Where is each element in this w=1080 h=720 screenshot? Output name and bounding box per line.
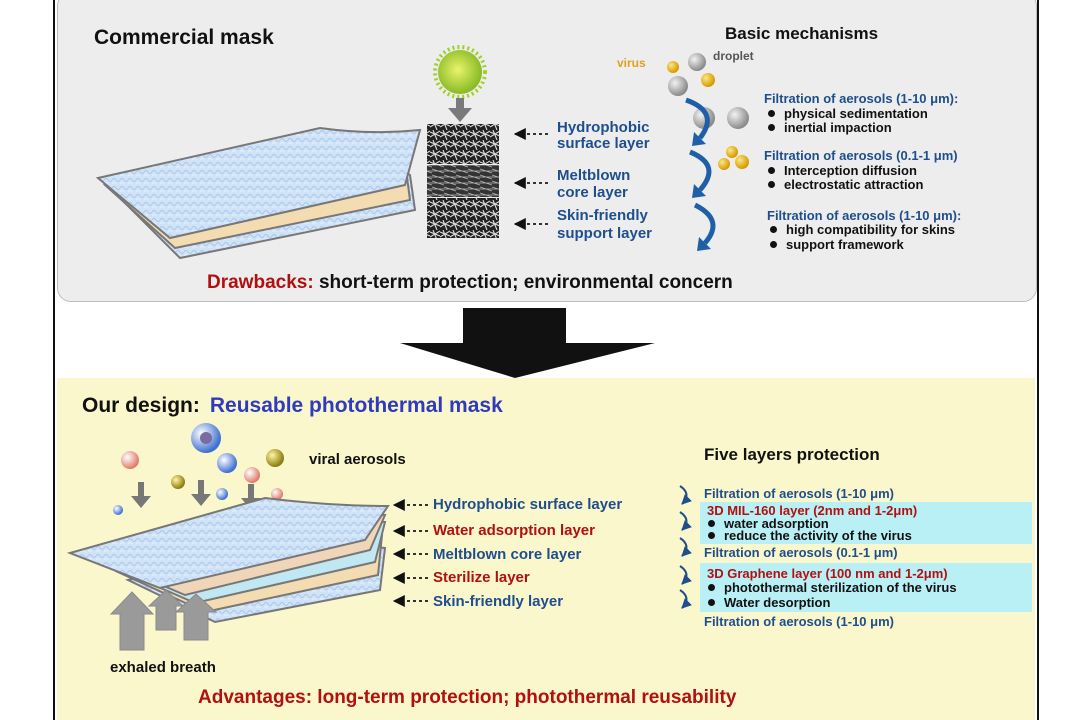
filtration-3: Filtration of aerosols (1-10 μm) <box>704 614 894 629</box>
mechanism-bullet: Interception diffusion <box>768 163 917 178</box>
drawbacks-line: Drawbacks: short-term protection; enviro… <box>207 272 733 294</box>
mil-160-title: 3D MIL-160 layer (2nm and 1-2μm) <box>707 503 918 518</box>
mechanisms-title: Basic mechanisms <box>725 24 879 43</box>
mil-bullet: water adsorption <box>708 516 829 531</box>
five-layers-title: Five layers protection <box>704 445 880 464</box>
advantages-text: long-term protection; photothermal reusa… <box>312 687 737 708</box>
droplets-cluster <box>667 53 749 170</box>
mechanism-bullet: high compatibility for skins <box>770 222 955 237</box>
drawbacks-label: Drawbacks: <box>207 272 314 293</box>
layer-skin-friendly: Skin-friendly layer <box>433 593 564 610</box>
mechanism-bullet: physical sedimentation <box>768 106 928 121</box>
photothermal-mask-illustration <box>66 496 390 624</box>
layer-label-hydrophobic: Hydrophobic <box>557 119 650 136</box>
graphene-box <box>700 563 1032 612</box>
layer-meltblown: Meltblown core layer <box>433 546 582 563</box>
flow-arrows <box>679 485 692 609</box>
curved-arrow-icon <box>685 97 710 140</box>
mil-bullet: reduce the activity of the virus <box>708 528 912 543</box>
layer-water-adsorption: Water adsorption layer <box>433 522 595 539</box>
mechanism-bullet: electrostatic attraction <box>768 177 923 192</box>
advantages-line: Advantages: long-term protection; photot… <box>198 687 736 709</box>
transition-arrow <box>400 308 655 378</box>
curved-arrow-icon <box>693 202 716 245</box>
layer-label-meltblown: Meltblown <box>557 167 631 184</box>
sem-image-skin <box>427 198 499 238</box>
layer-label-skin-2: support layer <box>557 225 653 242</box>
curved-arrow-icon <box>688 149 712 192</box>
graphene-bullet: photothermal sterilization of the virus <box>708 580 957 595</box>
design-title: Our design:Reusable photothermal mask <box>82 394 503 417</box>
mechanism-bullet: support framework <box>770 237 904 252</box>
exhaled-breath-label: exhaled breath <box>110 659 216 676</box>
graphene-title: 3D Graphene layer (100 nm and 1-2μm) <box>707 566 948 581</box>
virus-label: virus <box>617 56 646 70</box>
mil-160-box <box>700 502 1032 544</box>
filtration-2: Filtration of aerosols (0.1-1 μm) <box>704 545 898 560</box>
droplet-label: droplet <box>713 49 754 63</box>
layer-label-meltblown-2: core layer <box>557 184 628 201</box>
viral-aerosols-cluster <box>113 423 284 515</box>
advantages-label: Advantages: <box>198 687 313 708</box>
sem-image-meltblown <box>427 165 499 197</box>
design-title-main: Reusable photothermal mask <box>209 394 503 417</box>
filtration-1: Filtration of aerosols (1-10 μm) <box>704 486 894 501</box>
graphene-bullet: Water desorption <box>708 595 830 610</box>
mechanism-bullet: inertial impaction <box>768 120 892 135</box>
viral-aerosols-label: viral aerosols <box>309 451 406 468</box>
virus-particle <box>433 45 487 99</box>
mechanism-heading-1: Filtration of aerosols (1-10 μm): <box>764 91 959 106</box>
layer-label-skin: Skin-friendly <box>557 207 648 224</box>
mechanism-heading-2: Filtration of aerosols (0.1-1 μm) <box>764 148 958 163</box>
drawbacks-text: short-term protection; environmental con… <box>313 272 733 293</box>
layer-label-hydrophobic-2: surface layer <box>557 135 650 152</box>
layer-sterilize: Sterilize layer <box>433 569 530 586</box>
commercial-mask-title: Commercial mask <box>94 26 274 49</box>
down-arrow-icon <box>448 108 472 122</box>
exhaled-breath-arrows <box>109 589 218 651</box>
mechanism-heading-3: Filtration of aerosols (1-10 μm): <box>767 208 962 223</box>
layer-hydrophobic: Hydrophobic surface layer <box>433 496 623 513</box>
commercial-mask-illustration <box>95 126 422 260</box>
sem-image-hydrophobic <box>427 124 499 164</box>
